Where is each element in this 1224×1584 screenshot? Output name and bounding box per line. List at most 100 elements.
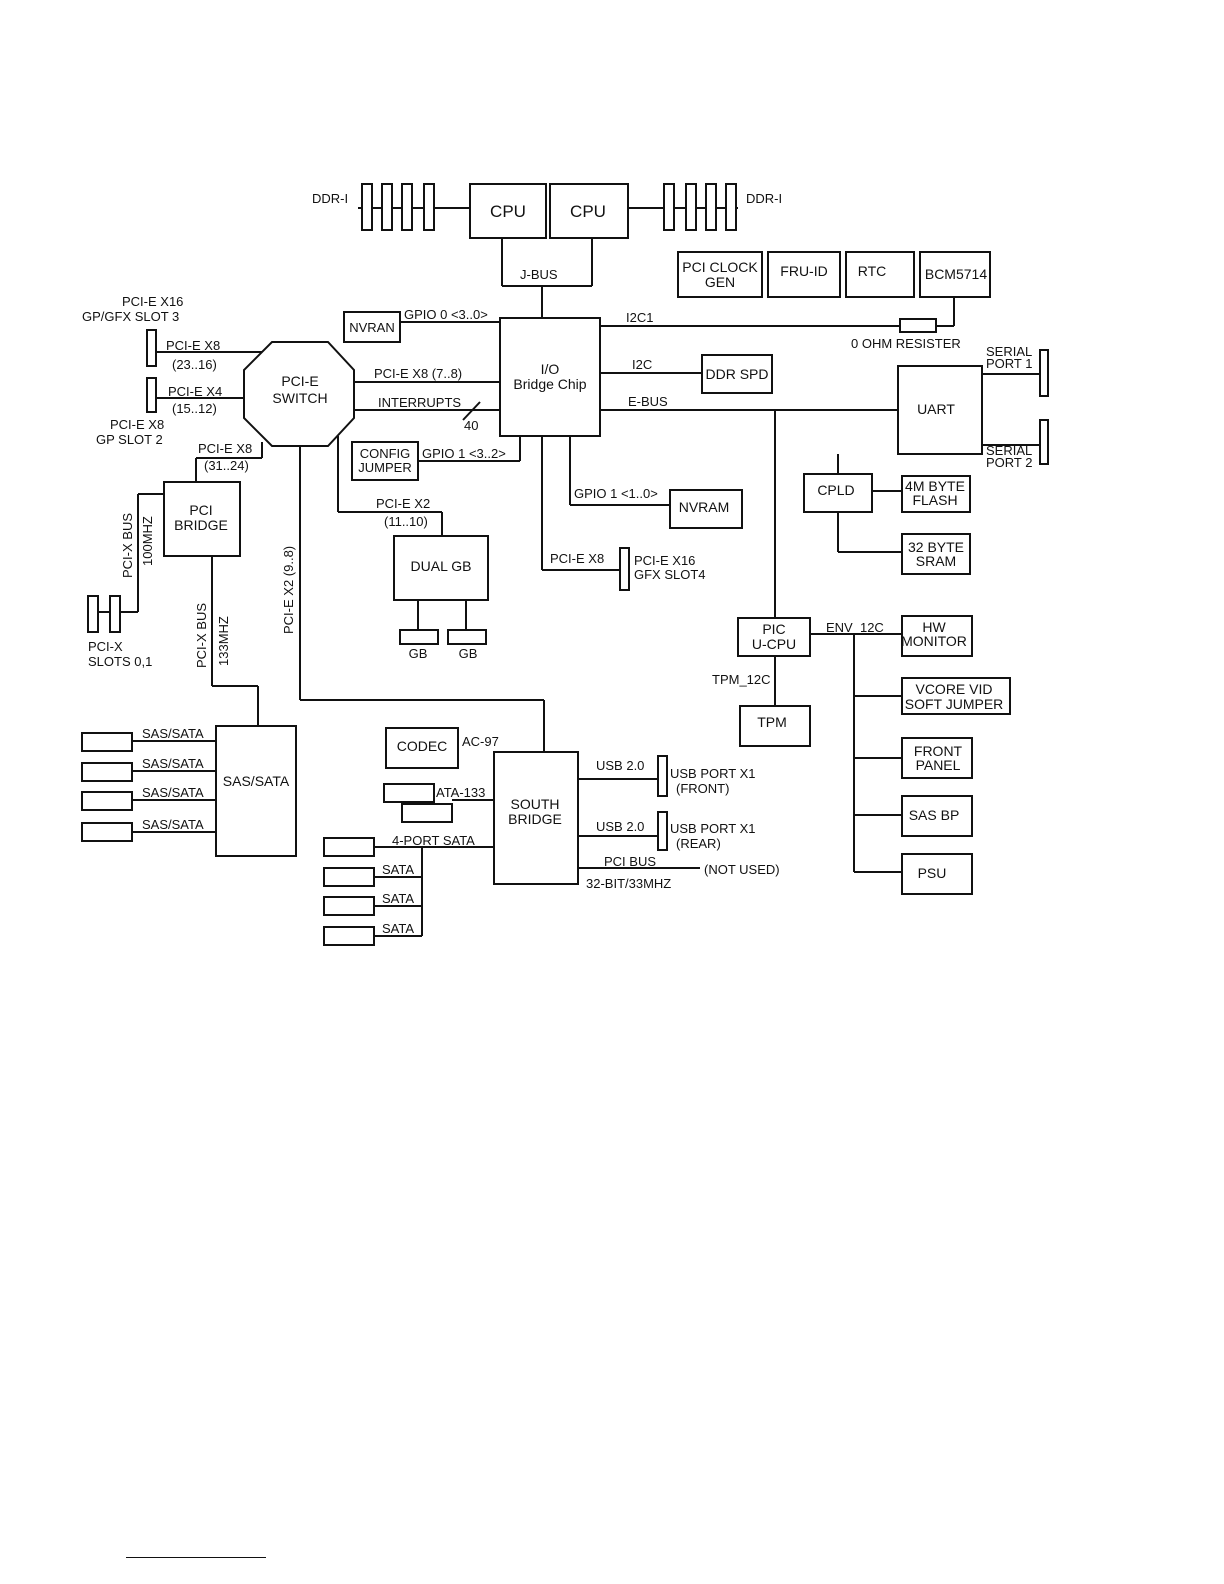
front-panel-box <box>901 737 973 779</box>
sas-bp-box <box>901 795 973 837</box>
sas-sata-drive-4-label: SAS/SATA <box>142 817 204 832</box>
pcix-slots-label-1: PCI-X <box>88 639 123 654</box>
dual-gb-box <box>393 535 489 601</box>
usb-front-label-2: (FRONT) <box>676 781 729 796</box>
pcix-bus-133-label-1: PCI-X BUS <box>194 603 209 668</box>
gb-port-2 <box>447 629 487 645</box>
gfx-slot3-label-2: GP/GFX SLOT 3 <box>82 309 179 324</box>
hw-monitor-label-2: MONITOR <box>901 633 967 649</box>
pcie-x8-3124-label-1: PCI-E X8 <box>198 441 252 456</box>
gfx-slot4-label-1: PCI-E X16 <box>634 553 695 568</box>
hw-monitor-box <box>901 615 973 657</box>
serial-port-1-connector <box>1039 349 1049 397</box>
front-panel-label-2: PANEL <box>916 757 961 773</box>
codec-box <box>385 727 459 769</box>
sata-drive-2-label: SATA <box>382 862 414 877</box>
vcore-vid-label-1: VCORE VID <box>915 681 992 697</box>
tpm-12c-label: TPM_12C <box>712 672 771 687</box>
tpm-label: TPM <box>757 714 787 730</box>
pcie-switch-octagon <box>243 341 355 447</box>
sata-drive-4-label: SATA <box>382 921 414 936</box>
gfx-slot4-label-2: GFX SLOT4 <box>634 567 706 582</box>
gp-slot2-label-2: GP SLOT 2 <box>96 432 163 447</box>
sram-box <box>901 533 971 575</box>
pcie-x8-78-label: PCI-E X8 (7..8) <box>374 366 462 381</box>
nvram-label: NVRAM <box>679 499 730 515</box>
cpu-1-box <box>469 183 547 239</box>
usb-rear-connector <box>657 811 668 851</box>
sas-sata-drive-2 <box>81 762 133 782</box>
serial-port-2-connector <box>1039 419 1049 465</box>
config-jumper-box <box>351 441 419 481</box>
sas-sata-drive-3-label: SAS/SATA <box>142 785 204 800</box>
gp-slot2-connector <box>146 377 157 413</box>
ddr-spd-label: DDR SPD <box>705 366 768 382</box>
rtc-label: RTC <box>858 263 887 279</box>
uart-box <box>897 365 983 455</box>
sata-drive-1 <box>323 837 375 857</box>
flash-label-2: FLASH <box>912 492 957 508</box>
pic-ucpu-label-2: U-CPU <box>752 636 796 652</box>
pci-clock-gen-label-1: PCI CLOCK <box>682 259 758 275</box>
pci-bridge-label-1: PCI <box>189 502 212 518</box>
nvram-box <box>669 489 743 529</box>
sas-bp-label: SAS BP <box>909 807 960 823</box>
usb20-front-label: USB 2.0 <box>596 758 644 773</box>
gpio0-label: GPIO 0 <3..0> <box>404 307 488 322</box>
sas-sata-drive-4 <box>81 822 133 842</box>
pcie-x2-98-label: PCI-E X2 (9..8) <box>281 546 296 634</box>
serial-port-1-label-1: SERIAL <box>986 344 1032 359</box>
serial-port-2-label-1: SERIAL <box>986 443 1032 458</box>
hw-monitor-label-1: HW <box>922 619 946 635</box>
pcie-x4-1512-label-1: PCI-E X4 <box>168 384 222 399</box>
pcix-bus-100-label-2: 100MHZ <box>140 516 155 566</box>
usb-rear-label-1: USB PORT X1 <box>670 821 756 836</box>
south-bridge-label-1: SOUTH <box>511 796 560 812</box>
cpu-2-label: CPU <box>570 202 606 221</box>
gfx-slot3-connector <box>146 329 157 367</box>
sram-label-2: SRAM <box>916 553 956 569</box>
south-bridge-box <box>493 751 579 885</box>
gfx-slot4-connector <box>619 547 630 591</box>
pci-clock-gen-box <box>677 251 763 298</box>
sata-drive-2 <box>323 867 375 887</box>
tpm-box <box>739 705 811 747</box>
gb-port-2-label: GB <box>459 646 478 661</box>
pcie-switch-label-2: SWITCH <box>272 390 327 406</box>
sas-sata-drive-3 <box>81 791 133 811</box>
ata133-drive-1 <box>383 783 435 803</box>
sata-drive-3 <box>323 896 375 916</box>
nvran-box <box>343 311 401 343</box>
connection-lines <box>118 207 1040 937</box>
gp-slot2-label-1: PCI-E X8 <box>110 417 164 432</box>
jbus-label: J-BUS <box>520 267 558 282</box>
pci-bus-label: PCI BUS <box>604 854 656 869</box>
pcix-slot-0-connector <box>87 595 99 633</box>
psu-box <box>901 853 973 895</box>
serial-port-2-label-2: PORT 2 <box>986 455 1032 470</box>
ohm-resistor <box>899 318 937 333</box>
sram-label-1: 32 BYTE <box>908 539 964 555</box>
bcm5714-box <box>919 251 991 298</box>
i2c-label: I2C <box>632 357 652 372</box>
pci-bridge-label-2: BRIDGE <box>174 517 228 533</box>
i2c1-label: I2C1 <box>626 310 653 325</box>
sas-sata-drive-2-label: SAS/SATA <box>142 756 204 771</box>
pcie-x8-3124-label-2: (31..24) <box>204 458 249 473</box>
pcix-slots-label-2: SLOTS 0,1 <box>88 654 152 669</box>
pic-ucpu-box <box>737 617 811 657</box>
ebus-label: E-BUS <box>628 394 668 409</box>
codec-label: CODEC <box>397 738 448 754</box>
front-panel-label-1: FRONT <box>914 743 963 759</box>
port4-sata-label: 4-PORT SATA <box>392 833 475 848</box>
cpld-label: CPLD <box>817 482 854 498</box>
ddr-spd-box <box>701 354 773 394</box>
interrupts-label: INTERRUPTS <box>378 395 461 410</box>
pcie-x2-1110-label-1: PCI-E X2 <box>376 496 430 511</box>
ata133-label: ATA-133 <box>436 785 485 800</box>
flash-label-1: 4M BYTE <box>905 478 965 494</box>
config-jumper-label-1: CONFIG <box>360 446 411 461</box>
gpio1-10-label: GPIO 1 <1..0> <box>574 486 658 501</box>
gfx-slot3-label-1: PCI-E X16 <box>122 294 183 309</box>
